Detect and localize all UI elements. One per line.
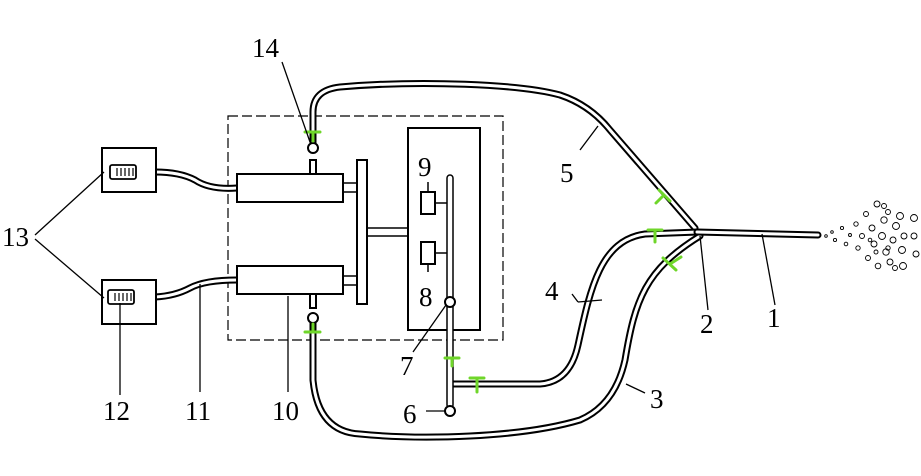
controller-box — [407, 127, 481, 331]
label-5: 5 — [560, 158, 574, 188]
tube-3 — [309, 232, 704, 441]
tube-11-upper — [151, 168, 241, 192]
label-2: 2 — [700, 309, 714, 339]
pump-lower — [236, 265, 344, 295]
pump-shafts — [343, 182, 357, 286]
sensor-7 — [444, 296, 456, 308]
label-14: 14 — [252, 33, 280, 63]
pump-upper — [236, 173, 344, 203]
label-9: 9 — [418, 152, 432, 182]
label-8: 8 — [419, 282, 433, 312]
leader-lines — [34, 61, 776, 412]
label-12: 12 — [103, 396, 130, 426]
label-13: 13 — [2, 222, 29, 252]
tube-4 — [446, 228, 702, 388]
switch-8 — [420, 241, 436, 265]
label-10: 10 — [272, 396, 299, 426]
reservoir-upper — [109, 164, 137, 180]
drive-rod — [367, 227, 408, 237]
label-1: 1 — [767, 303, 781, 333]
tube-5 — [309, 80, 699, 232]
label-7: 7 — [400, 351, 414, 381]
label-4: 4 — [545, 276, 559, 306]
reservoir-lower — [107, 289, 135, 305]
valve-joint-14 — [307, 142, 319, 154]
valve-markers — [303, 130, 683, 394]
valve-joint-lower — [307, 312, 319, 324]
drive-bar — [356, 159, 368, 305]
nozzle-1 — [693, 228, 822, 239]
control-enclosure — [227, 115, 504, 341]
pump-upper-outlet — [309, 159, 317, 175]
label-6: 6 — [403, 399, 417, 429]
tube-11-lower — [151, 276, 241, 301]
inlet-6 — [444, 405, 456, 417]
spray-droplets — [824, 200, 920, 271]
label-11: 11 — [185, 396, 211, 426]
switch-9 — [420, 191, 436, 215]
guide-tube — [446, 174, 454, 409]
label-3: 3 — [650, 384, 664, 414]
pump-lower-outlet — [309, 293, 317, 309]
